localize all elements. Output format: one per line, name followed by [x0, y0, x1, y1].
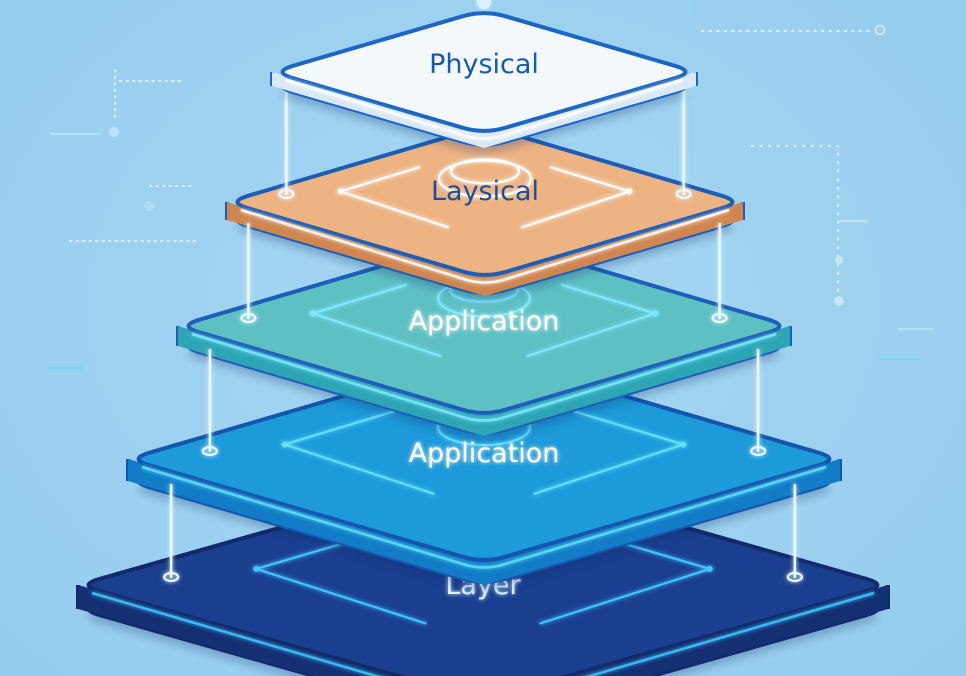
layer-label: Laysical: [431, 176, 539, 207]
layer-label: Application: [409, 306, 560, 337]
layer-2: Laysical: [225, 127, 745, 301]
circuit-node: [337, 188, 344, 195]
circuit-node: [309, 310, 316, 317]
layer-rim-glow: [141, 465, 827, 569]
layer-side-fill: [227, 202, 743, 296]
circuit-node: [281, 441, 288, 448]
layer-rim-glow: [191, 332, 777, 422]
circuit-node-right-1: [874, 24, 886, 36]
connector-rods: [169, 88, 797, 579]
circuit-node: [626, 188, 633, 195]
layer-1: Physical: [270, 11, 698, 153]
circuit-node-left-1: [109, 127, 119, 137]
layer-side-fill: [272, 72, 696, 148]
circuit-node: [706, 565, 713, 572]
ring-outer: [437, 159, 533, 198]
circuit-node: [680, 441, 687, 448]
layer-side-fill: [178, 326, 790, 436]
layer-top-face: [280, 11, 688, 133]
circuit-node-left-2: [144, 201, 154, 211]
ring-inner: [449, 158, 521, 185]
layer-circuit-lines: [240, 276, 728, 358]
circuit-node-right-3: [834, 296, 844, 306]
layer-label: Application: [409, 438, 560, 469]
layer-side-fill: [78, 585, 888, 676]
layers-group: LayerApplicationApplicationLaysicalPhysi…: [76, 11, 890, 676]
layer-rim-glow: [240, 208, 730, 284]
circuit-dots-left-1: [114, 69, 181, 121]
circuit-node: [253, 565, 260, 572]
circuit-dots-right-2: [751, 145, 839, 303]
circuit-node-right-2: [835, 256, 843, 264]
layer-rim-glow: [285, 78, 683, 140]
layer-4: Application: [126, 356, 842, 590]
circuit-node: [652, 310, 659, 317]
layer-side-fill: [128, 459, 840, 585]
layer-label: Physical: [429, 49, 539, 80]
layer-3: Application: [176, 237, 792, 441]
background-decorations: [47, 1, 934, 369]
